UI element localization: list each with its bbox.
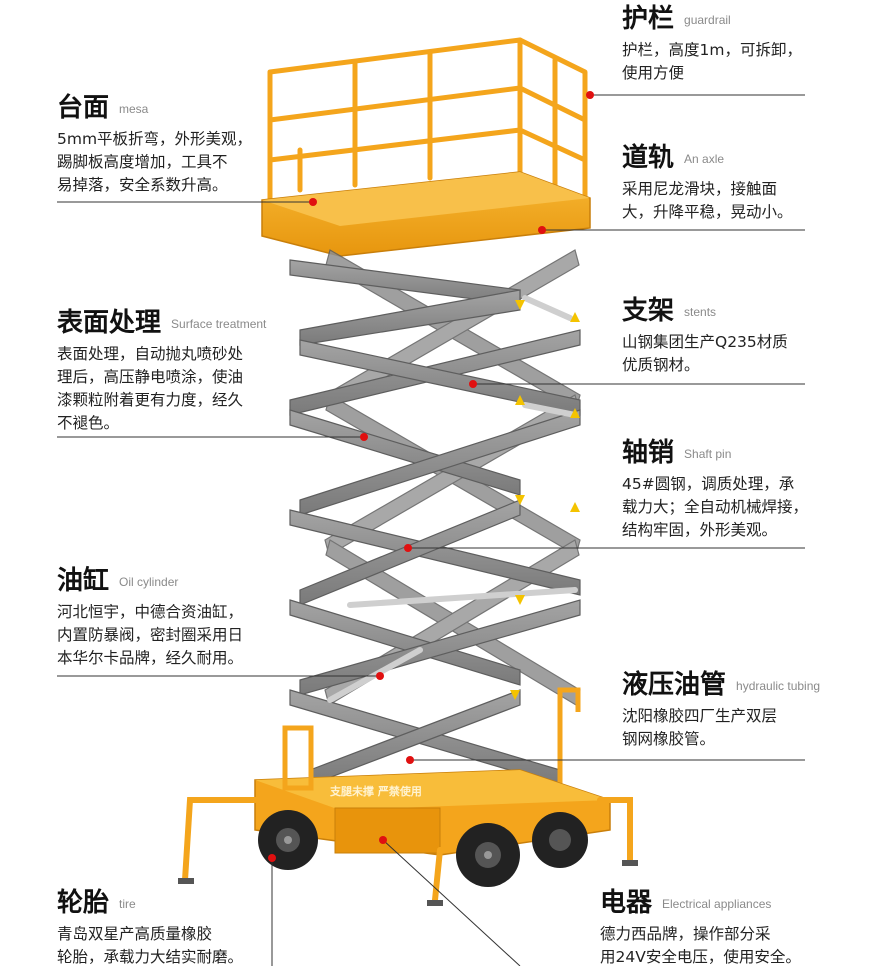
scissor-stack xyxy=(289,249,581,786)
surface-line-1: 表面处理，自动抛丸喷砂处 xyxy=(57,344,244,363)
shaft-title: 轴销 xyxy=(622,438,675,468)
platform xyxy=(261,171,591,257)
callout-electrical: 电器 Electrical appliances 德力西品牌，操作部分采 用24V… xyxy=(600,888,801,969)
shaft-line-1: 45#圆钢，调质处理，承 xyxy=(622,474,795,493)
shaft-en: Shaft pin xyxy=(684,446,732,461)
axle-title: 道轨 xyxy=(622,143,675,173)
base-chassis: 支腿未撑 严禁使用 xyxy=(178,725,638,906)
dot-mesa xyxy=(309,198,317,206)
guardrail-line-2: 使用方便 xyxy=(622,63,685,82)
dot-tire xyxy=(268,854,276,862)
dot-shaft xyxy=(404,544,412,552)
mesa-title: 台面 xyxy=(57,93,110,123)
callout-surface: 表面处理 Surface treatment 表面处理，自动抛丸喷砂处 理后，高压… xyxy=(57,308,266,435)
guardrail-title: 护栏 xyxy=(622,4,675,34)
mesa-line-1: 5mm平板折弯，外形美观， xyxy=(57,129,253,148)
leader-lines xyxy=(57,94,805,966)
tubing-line-2: 钢网橡胶管。 xyxy=(622,729,716,748)
axle-line-1: 采用尼龙滑块，接触面 xyxy=(622,179,778,198)
surface-line-4: 不褪色。 xyxy=(57,413,120,432)
guardrail-line-1: 护栏，高度1m，可拆卸， xyxy=(622,40,802,59)
cylinder-line-3: 本华尔卡品牌，经久耐用。 xyxy=(57,648,244,667)
tire-line-1: 青岛双星产高质量橡胶 xyxy=(57,924,213,943)
tire-front-left xyxy=(258,810,318,870)
callout-dots xyxy=(268,91,594,862)
stents-title: 支架 xyxy=(622,296,675,326)
hydraulic-cylinders xyxy=(327,295,578,703)
dot-stents xyxy=(469,380,477,388)
tire-front-right xyxy=(456,823,520,887)
surface-line-3: 漆颗粒附着更有力度，经久 xyxy=(57,390,244,409)
dot-surface xyxy=(360,433,368,441)
cylinder-line-2: 内置防暴阀，密封圈采用日 xyxy=(57,625,244,644)
cylinder-en: Oil cylinder xyxy=(119,574,179,589)
tubing-title: 液压油管 xyxy=(622,670,727,700)
stents-en: stents xyxy=(684,304,717,319)
guardrail-frame xyxy=(267,37,588,208)
tire-line-2: 轮胎，承载力大结实耐磨。 xyxy=(57,947,244,966)
dot-electrical xyxy=(379,836,387,844)
surface-title: 表面处理 xyxy=(57,308,162,338)
shaft-line-3: 结构牢固，外形美观。 xyxy=(622,520,778,539)
stents-line-1: 山钢集团生产Q235材质 xyxy=(622,332,788,351)
tubing-en: hydraulic tubing xyxy=(736,678,821,693)
callout-stents: 支架 stents 山钢集团生产Q235材质 优质钢材。 xyxy=(622,296,788,377)
mesa-line-3: 易掉落，安全系数升高。 xyxy=(57,175,228,194)
callout-mesa: 台面 mesa 5mm平板折弯，外形美观， 踢脚板高度增加，工具不 易掉落，安全系… xyxy=(57,93,252,197)
pin-markers xyxy=(510,300,580,700)
tire-en: tire xyxy=(119,896,136,911)
mesa-en: mesa xyxy=(119,101,149,116)
tow-handle xyxy=(557,687,581,820)
electrical-title: 电器 xyxy=(600,888,653,918)
axle-line-2: 大，升降平稳，晃动小。 xyxy=(622,202,793,221)
tire-rear-right xyxy=(532,812,588,868)
tire-title: 轮胎 xyxy=(57,888,110,918)
surface-en: Surface treatment xyxy=(171,316,267,331)
base-warning-text: 支腿未撑 严禁使用 xyxy=(329,784,422,798)
shaft-line-2: 载力大；全自动机械焊接， xyxy=(622,497,809,516)
cylinder-title: 油缸 xyxy=(57,566,110,596)
dot-tubing xyxy=(406,756,414,764)
electrical-line-1: 德力西品牌，操作部分采 xyxy=(600,924,771,943)
dot-cylinder xyxy=(376,672,384,680)
dot-guardrail xyxy=(586,91,594,99)
electrical-en: Electrical appliances xyxy=(662,896,772,911)
callout-cylinder: 油缸 Oil cylinder 河北恒宇，中德合资油缸， 内置防暴阀，密封圈采用日… xyxy=(57,566,243,670)
callout-guardrail: 护栏 guardrail 护栏，高度1m，可拆卸， 使用方便 xyxy=(622,4,802,85)
electrical-line-2: 用24V安全电压，使用安全。 xyxy=(600,947,801,966)
mesa-line-2: 踢脚板高度增加，工具不 xyxy=(57,152,228,171)
guardrail-en: guardrail xyxy=(684,12,731,27)
surface-line-2: 理后，高压静电喷涂，使油 xyxy=(57,367,244,386)
callout-tubing: 液压油管 hydraulic tubing 沈阳橡胶四厂生产双层 钢网橡胶管。 xyxy=(622,670,820,751)
stents-line-2: 优质钢材。 xyxy=(622,355,700,374)
callout-axle: 道轨 An axle 采用尼龙滑块，接触面 大，升降平稳，晃动小。 xyxy=(622,143,793,224)
axle-en: An axle xyxy=(684,151,725,166)
callout-tire: 轮胎 tire 青岛双星产高质量橡胶 轮胎，承载力大结实耐磨。 xyxy=(57,888,243,969)
dot-axle xyxy=(538,226,546,234)
cylinder-line-1: 河北恒宇，中德合资油缸， xyxy=(57,602,244,621)
tires xyxy=(258,810,588,887)
callout-shaft: 轴销 Shaft pin 45#圆钢，调质处理，承 载力大；全自动机械焊接， 结构… xyxy=(622,438,808,542)
tubing-line-1: 沈阳橡胶四厂生产双层 xyxy=(622,706,778,725)
